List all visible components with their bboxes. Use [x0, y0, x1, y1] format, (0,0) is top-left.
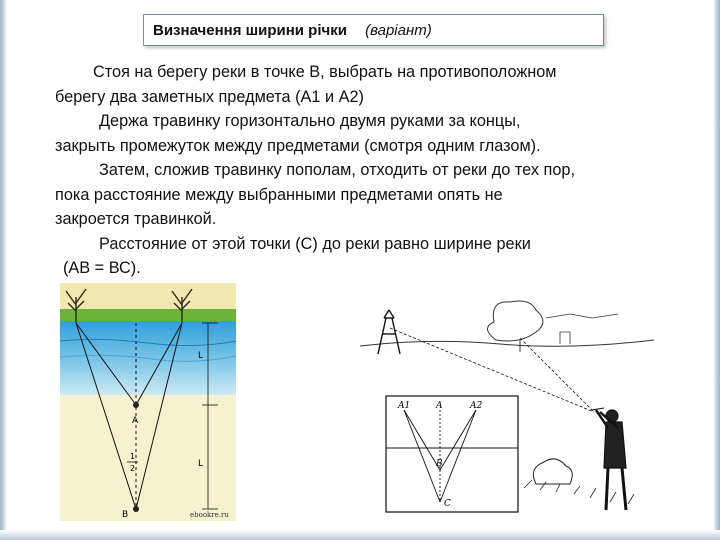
body-text: Стоя на берегу реки в точке В, выбрать н… — [55, 60, 695, 281]
text-line: берегу два заметных предмета (А1 и А2) — [55, 87, 364, 106]
observer-diagram-right: A1 A A2 B C — [360, 300, 654, 513]
title-box: Визначення ширини річки (варіант) — [143, 14, 604, 46]
label-a1: A1 — [397, 401, 410, 411]
watermark: ebookre.ru — [190, 511, 229, 519]
slide-frame-bottom — [0, 530, 720, 540]
point-b-marker — [133, 506, 139, 512]
label-a: A — [435, 401, 443, 411]
inset-diagram-frame — [385, 395, 519, 513]
distant-landscape — [360, 300, 654, 352]
ground-grass — [523, 479, 635, 505]
title-main: Визначення ширини річки — [153, 22, 347, 39]
tree-icon — [65, 288, 87, 323]
sight-lines-far — [389, 327, 595, 413]
text-line: Расстояние от этой точки (С) до реки рав… — [99, 234, 531, 253]
tree-icon — [171, 288, 193, 323]
point-a-marker — [133, 402, 139, 408]
label-fraction-denominator: 2 — [130, 464, 135, 473]
wave-line — [60, 354, 236, 362]
label-b: B — [435, 459, 443, 469]
label-a2: A2 — [469, 401, 482, 411]
wave-line — [60, 338, 236, 347]
text-line: пока расстояние между выбранными предмет… — [55, 185, 503, 204]
text-line: (АВ = ВС). — [63, 259, 141, 277]
slide-frame-right — [714, 0, 720, 540]
title-variant: (варіант) — [365, 22, 432, 39]
grass-strip — [60, 309, 236, 321]
text-line: Стоя на берегу реки в точке В, выбрать н… — [93, 63, 557, 81]
label-length-1: L — [198, 351, 203, 361]
bush-icon — [532, 458, 573, 485]
label-b: B — [122, 510, 128, 520]
dimension-lines — [202, 322, 218, 510]
label-a: A — [132, 416, 139, 426]
slide-frame-left — [0, 0, 6, 540]
text-line: Затем, сложив травинку пополам, отходить… — [99, 161, 575, 179]
sight-lines — [75, 322, 183, 510]
river-diagram-left: A B L L 1 2 ebookre.ru — [60, 283, 236, 521]
label-fraction-numerator: 1 — [130, 452, 135, 461]
text-line: Держа травинку горизонтально двумя рукам… — [99, 112, 521, 130]
text-line: закроется травинкой. — [55, 210, 217, 228]
label-c: C — [444, 499, 451, 509]
text-line: закрыть промежуток между предметами (смо… — [55, 136, 541, 155]
observer-person-icon — [591, 407, 628, 511]
label-length-2: L — [198, 459, 203, 469]
tower-icon — [377, 309, 401, 355]
inset-sight-lines — [403, 409, 477, 503]
